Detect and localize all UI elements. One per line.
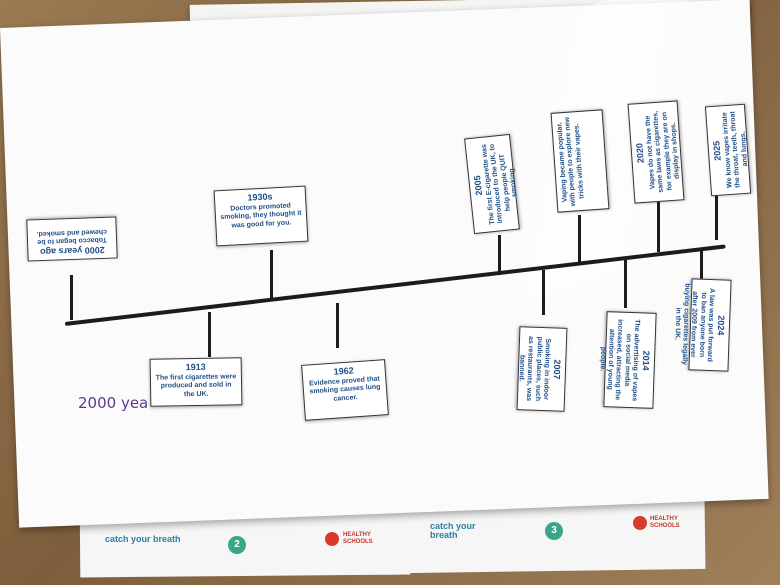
event-text: Tobacco began to be chewed and smoked. (36, 227, 108, 246)
arrow-down (624, 260, 627, 308)
event-card-2000-years-ago: 2000 years ago Tobacco began to be chewe… (26, 216, 118, 262)
event-text: Vapes do not have the same laws as cigar… (644, 110, 681, 193)
arrow-up (578, 215, 581, 263)
arrow-up (715, 190, 718, 240)
arrow-down (542, 270, 545, 315)
event-card-1930s: 1930s Doctors promoted smoking, they tho… (213, 185, 309, 247)
event-text: Evidence proved that smoking causes lung… (308, 375, 381, 403)
arrow-down (336, 303, 339, 348)
event-year: 2024 (715, 315, 727, 336)
event-text: Vaping became popular, with people to ex… (556, 116, 586, 207)
brand-text: catch your breath (105, 534, 181, 544)
event-text: The first cigarettes were produced and s… (155, 373, 237, 398)
page-number-badge: 3 (545, 522, 563, 540)
arrow-up (70, 275, 73, 320)
event-card-1913: 1913 The first cigarettes were produced … (149, 357, 243, 407)
brand-text: catch your breath (430, 521, 476, 541)
apple-icon (325, 532, 339, 546)
arrow-up (498, 235, 501, 275)
event-text: The advertising of vapes on social media… (598, 319, 641, 402)
event-card-1962: 1962 Evidence proved that smoking causes… (301, 359, 389, 421)
healthy-schools-label: HEALTHY SCHOOLS (650, 516, 680, 529)
event-card-2020: 2020 Vapes do not have the same laws as … (627, 100, 685, 204)
arrow-down (700, 250, 703, 285)
arrow-up (270, 250, 273, 300)
event-text: Doctors promoted smoking, they thought i… (220, 202, 302, 230)
arrow-down (208, 312, 211, 357)
apple-icon (633, 516, 647, 530)
event-card-2005: 2005 The first E-cigarette was introduce… (464, 133, 520, 235)
event-card-2025: 2025 We know vapes irritate the throat, … (704, 103, 752, 197)
event-year: 2000 years ago (39, 244, 105, 258)
brand-logo-right: catch your breath (430, 521, 490, 541)
event-card-2014: 2014 The advertising of vapes on social … (598, 311, 657, 409)
brand-logo-left: catch your breath (105, 534, 181, 544)
event-year: 2014 (640, 350, 652, 371)
event-text: A law was put forward to ban anyone born… (673, 283, 716, 366)
event-text: We know vapes irritate the throat, teeth… (721, 111, 749, 189)
arrow-up (657, 200, 660, 252)
event-card-2024: 2024 A law was put forward to ban anyone… (673, 278, 732, 372)
handwritten-note: 2000 yea (78, 394, 149, 412)
event-year: 1913 (185, 361, 206, 373)
event-card-vaping-popular: Vaping became popular, with people to ex… (550, 109, 610, 213)
event-text: Smoking in indoor public places, such as… (517, 335, 552, 402)
page-number-badge: 2 (228, 536, 246, 554)
healthy-schools-label: HEALTHY SCHOOLS (343, 532, 373, 545)
event-card-2007: 2007 Smoking in indoor public places, su… (516, 326, 568, 412)
event-year: 2007 (551, 359, 563, 380)
